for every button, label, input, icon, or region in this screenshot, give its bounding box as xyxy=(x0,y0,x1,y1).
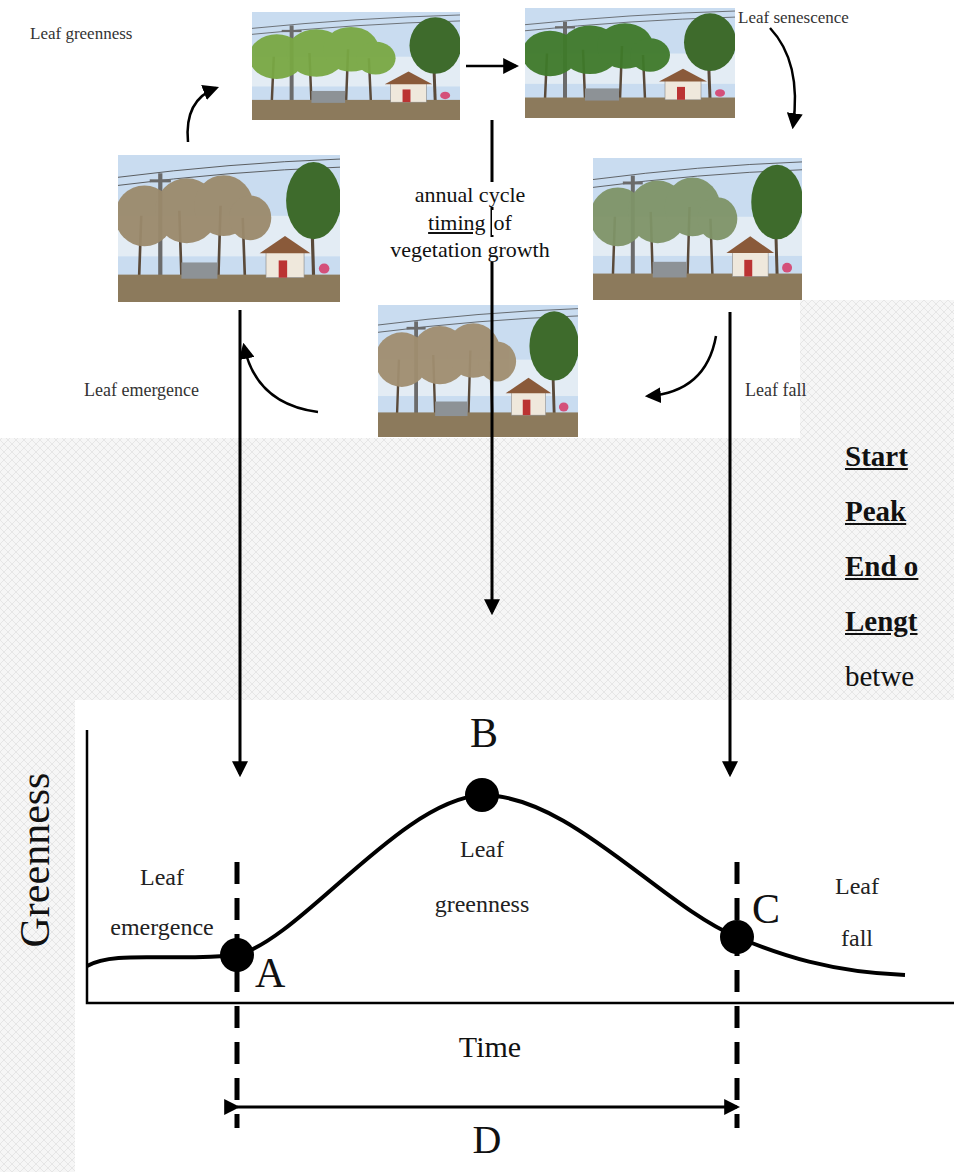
photo-emergence xyxy=(115,155,341,302)
pointer-arrow xyxy=(239,310,242,774)
curved-arrow xyxy=(188,88,216,142)
metric-heading: Start xyxy=(845,440,908,473)
point-letter: B xyxy=(470,712,498,754)
chart-panel xyxy=(75,700,954,1172)
point-letter: C xyxy=(752,888,780,930)
phase-label: Leaf greenness xyxy=(417,822,547,932)
phenology-point xyxy=(220,938,254,972)
straight-arrow xyxy=(466,65,516,68)
photo-senescence xyxy=(522,8,736,118)
length-arrow xyxy=(237,1106,737,1109)
metric-heading: Lengt xyxy=(845,605,918,638)
chart-axes xyxy=(87,730,954,1003)
photo-leaf-fall xyxy=(590,158,803,300)
curved-arrow xyxy=(770,28,795,126)
photo-greenness xyxy=(249,12,461,120)
center-note: annual cycle xyxy=(413,182,528,207)
metric-text: betwe xyxy=(845,660,914,693)
dimension-letter: D xyxy=(473,1120,502,1160)
curved-arrow xyxy=(648,336,716,396)
center-note: timing xyxy=(426,210,487,235)
greenness-curve xyxy=(87,795,905,975)
stage-label: Leaf senescence xyxy=(738,8,849,28)
metric-heading: End o xyxy=(845,550,918,583)
photo-dormant xyxy=(375,305,579,437)
metric-heading: Peak xyxy=(845,495,906,528)
stage-label: Leaf greenness xyxy=(30,24,132,44)
pointer-arrow xyxy=(729,312,732,774)
page-ground xyxy=(800,300,954,438)
stage-label: Leaf emergence xyxy=(84,380,199,401)
phase-label: Leaf fall xyxy=(827,860,887,964)
chart xyxy=(87,730,954,1128)
point-letter: A xyxy=(255,952,285,994)
phase-label: Leaf emergence xyxy=(87,852,237,952)
axis-title: Time xyxy=(459,1030,521,1065)
top-panel xyxy=(0,0,954,438)
center-note: of xyxy=(492,210,514,235)
center-note: vegetation growth xyxy=(388,237,551,262)
axis-title: Greenness xyxy=(11,773,59,948)
phenology-point xyxy=(720,920,754,954)
curved-arrow xyxy=(244,346,318,412)
stage-label: Leaf fall xyxy=(745,380,806,401)
phenology-point xyxy=(465,778,499,812)
pointer-arrows xyxy=(240,120,730,774)
